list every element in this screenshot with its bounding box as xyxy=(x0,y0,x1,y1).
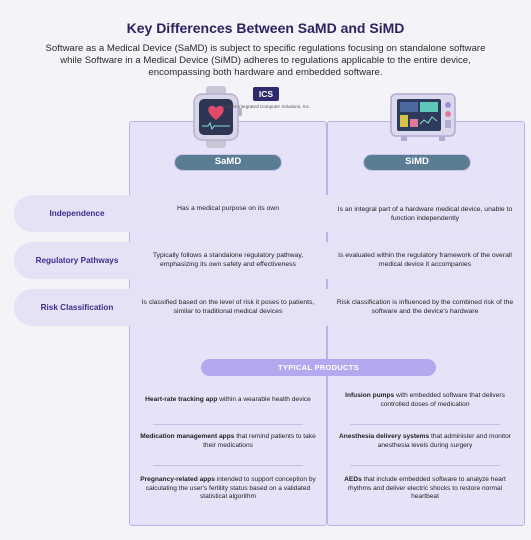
product-name: AEDs xyxy=(344,476,362,483)
product-name: Heart-rate tracking app xyxy=(145,396,218,403)
product-description: within a wearable health device xyxy=(217,396,311,403)
product-name: Pregnancy-related apps xyxy=(140,476,215,483)
product-description: that remind patients to take their medic… xyxy=(203,433,316,449)
samd-label-pill: SaMD xyxy=(174,154,282,171)
simd-risk-cell: Risk classification is influenced by the… xyxy=(336,298,514,315)
simd-product-item: Infusion pumps with embedded software th… xyxy=(335,392,515,409)
product-name: Anesthesia delivery systems xyxy=(339,433,430,440)
product-description: intended to support conception by calcul… xyxy=(145,476,316,501)
typical-products-heading: TYPICAL PRODUCTS xyxy=(201,359,436,376)
divider xyxy=(350,424,500,425)
page-title: Key Differences Between SaMD and SiMD xyxy=(126,20,405,36)
page-subtitle: Software as a Medical Device (SaMD) is s… xyxy=(45,43,486,79)
row-label-risk-classification: Risk Classification xyxy=(40,303,114,312)
copyright-text: © 2024 Integrated Computer Solutions, In… xyxy=(221,104,311,109)
simd-product-item: AEDs that include embedded software to a… xyxy=(335,476,515,502)
product-description: that include embedded software to analyz… xyxy=(347,476,506,501)
row-label-regulatory-pathways: Regulatory Pathways xyxy=(35,256,119,265)
product-name: Infusion pumps xyxy=(345,392,395,399)
samd-regulatory-cell: Typically follows a standalone regulator… xyxy=(152,251,304,268)
product-name: Medication management apps xyxy=(140,433,235,440)
samd-product-item: Pregnancy-related apps intended to suppo… xyxy=(138,476,318,502)
comparison-row-band xyxy=(14,195,517,232)
samd-product-item: Heart-rate tracking app within a wearabl… xyxy=(138,396,318,405)
comparison-row-band xyxy=(14,242,517,279)
samd-independence-cell: Has a medical purpose on its own xyxy=(176,205,279,213)
divider xyxy=(153,424,303,425)
comparison-row-band xyxy=(14,289,517,326)
samd-product-item: Medication management apps that remind p… xyxy=(138,433,318,450)
smartwatch-heart-icon xyxy=(193,86,242,148)
ics-logo: ICS xyxy=(253,87,279,101)
row-label-independence: Independence xyxy=(49,209,105,218)
simd-independence-cell: Is an integral part of a hardware medica… xyxy=(337,205,513,222)
simd-regulatory-cell: Is evaluated within the regulatory frame… xyxy=(338,251,512,268)
samd-risk-cell: Is classified based on the level of risk… xyxy=(141,298,315,315)
simd-label-pill: SiMD xyxy=(363,154,471,171)
divider xyxy=(153,465,303,466)
product-description: that administer and monitor anesthesia l… xyxy=(377,433,511,449)
medical-monitor-device-icon xyxy=(390,93,456,141)
product-description: with embedded software that delivers con… xyxy=(380,392,505,408)
simd-product-item: Anesthesia delivery systems that adminis… xyxy=(335,433,515,450)
divider xyxy=(350,465,500,466)
